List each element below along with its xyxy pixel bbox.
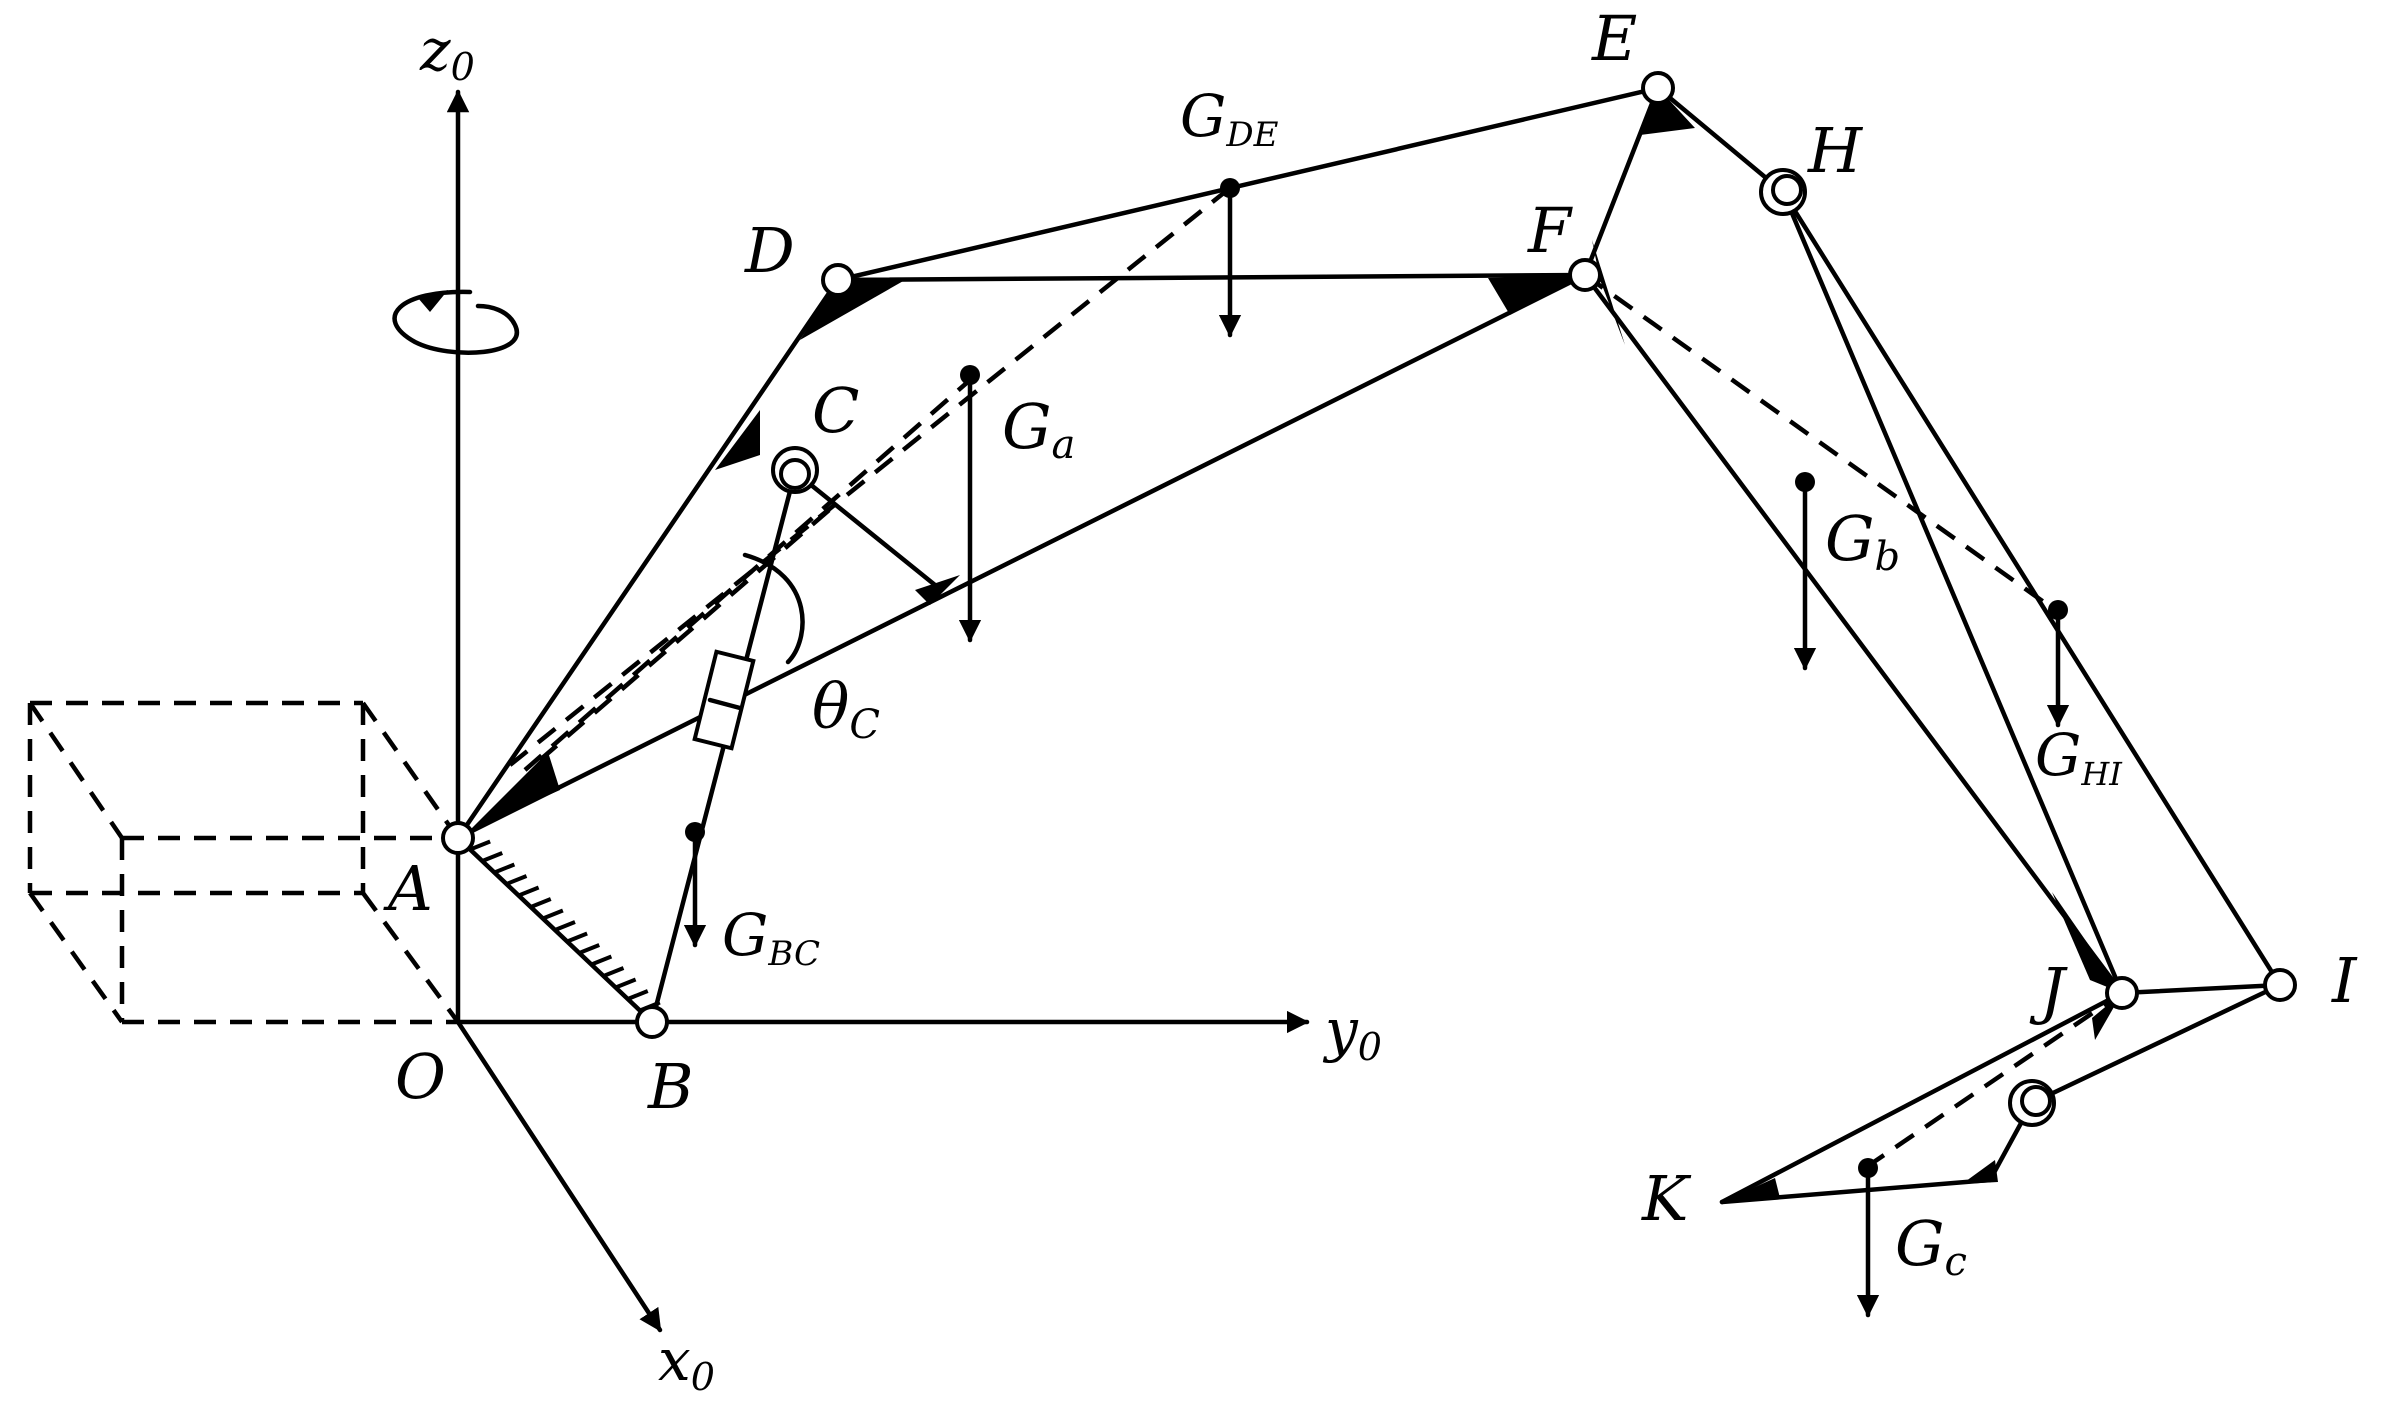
mass-points [685,178,2068,1178]
mass-lines [508,186,2124,1170]
joint-E [1641,71,1675,105]
gravity-arrows [683,185,2070,1318]
label-I: I [2331,944,2358,1017]
hydraulic-cylinder [692,649,756,751]
hatch-line [614,977,637,990]
label-GHI: GHI [2035,721,2123,793]
label-Gb: Gb [1825,502,1900,580]
label-GBC: GBC [722,901,820,974]
coordinate-axes [446,89,1310,1333]
hatch-line [554,920,576,932]
label-J: J [2029,954,2068,1027]
hatch-line [542,908,564,921]
hatch-line [481,851,503,863]
label-Ga: Ga [1002,390,1075,468]
joint-C [779,458,811,490]
z-axis-label: z0 [419,16,475,89]
hatch-line [566,931,588,944]
label-D: D [744,214,795,287]
label-B: B [647,1050,694,1123]
label-E: E [1591,2,1637,75]
joint-A [441,821,475,855]
label-C: C [812,374,859,447]
y-axis-label: y0 [1322,996,1382,1069]
gussets [470,88,2122,1202]
hatch-line [469,839,491,852]
label-GDE: GDE [1180,82,1279,155]
base-box [27,700,460,1025]
label-A: A [383,852,433,925]
hatch-line [590,954,613,967]
hatch-line [602,966,625,978]
joint-I [2263,968,2297,1002]
hatch-line [578,943,600,955]
joint-D [821,263,855,297]
label-F: F [1527,194,1573,267]
label-H: H [1807,114,1864,187]
hatch-line [517,885,540,898]
joint-lower [2020,1085,2052,1117]
label-theta-C: θC [812,670,880,748]
joints [441,71,2297,1127]
angle-arc [742,552,805,665]
hatch-line [493,862,516,875]
joint-F [1568,258,1602,292]
rotation-arrow-icon [392,289,520,355]
label-K: K [1641,1162,1692,1235]
x-axis [455,1019,663,1333]
x-axis-label: x0 [658,1326,715,1399]
joint-H [1771,174,1803,206]
ground-support [455,835,661,1025]
hatch-line [505,874,528,886]
label-Gc: Gc [1895,1207,1967,1285]
joint-J [2105,976,2139,1010]
joint-B [635,1005,669,1039]
hatch-line [627,989,649,1001]
hatch-line [530,897,552,909]
origin-label: O [395,1040,446,1113]
